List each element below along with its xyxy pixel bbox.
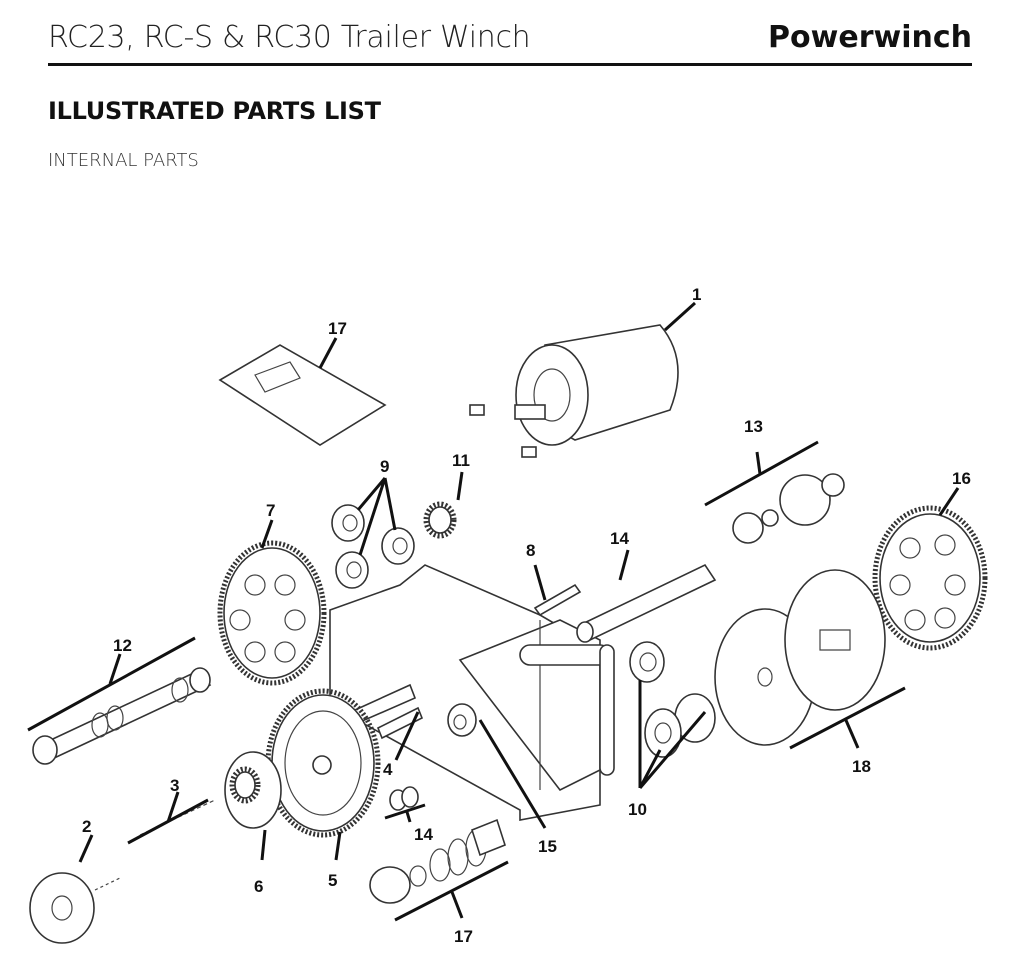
page-header: RC23, RC-S & RC30 Trailer Winch Powerwin… — [48, 16, 972, 68]
callout-4: 4 — [383, 760, 393, 779]
callout-17-bottom: 17 — [454, 927, 473, 946]
callout-11: 11 — [452, 451, 470, 470]
brand-name: Powerwinch — [768, 20, 972, 55]
shaft-part — [533, 564, 582, 617]
pulleys-part — [629, 641, 716, 789]
drive-shaft-part — [576, 549, 717, 643]
callout-18: 18 — [852, 757, 871, 776]
callout-2: 5 — [328, 871, 337, 890]
callout-9: 9 — [380, 457, 389, 476]
hardware-kit-part — [369, 818, 509, 922]
callout-17-top: 17 — [328, 319, 347, 338]
callout-14-top: 14 — [610, 529, 629, 548]
callout-16: 16 — [952, 469, 971, 488]
callout-5: 3 — [170, 776, 179, 795]
callout-15: 15 — [538, 837, 557, 856]
winch-frame-part — [329, 564, 615, 821]
header-divider — [48, 63, 972, 66]
section-title: ILLUSTRATED PARTS LIST — [48, 97, 381, 125]
spur-gear-part — [217, 519, 327, 686]
gear-assembly-part — [704, 440, 845, 544]
callout-13: 13 — [744, 417, 763, 436]
shaft-assembly-part — [27, 636, 212, 765]
pinion-gear-part — [423, 471, 464, 539]
gear-plate-part — [224, 751, 282, 861]
callout-14-bottom: 14 — [414, 825, 433, 844]
callout-6: 2 — [82, 817, 91, 836]
motor-part — [469, 301, 697, 458]
washers-part — [384, 786, 426, 823]
bushing-part — [447, 703, 547, 829]
callout-10: 10 — [628, 800, 647, 819]
large-spur-gear-part — [872, 487, 988, 651]
exploded-parts-diagram: 1 17 13 16 9 11 — [27, 285, 988, 946]
callout-3: 6 — [254, 877, 263, 896]
callout-7: 7 — [266, 501, 275, 520]
spring-set-part — [127, 791, 216, 845]
cover-plate-part — [218, 337, 387, 446]
callout-1: 1 — [692, 285, 701, 304]
knob-part — [29, 834, 121, 944]
callout-8: 8 — [526, 541, 535, 560]
callout-12: 12 — [113, 636, 132, 655]
document-title: RC23, RC-S & RC30 Trailer Winch — [48, 20, 531, 55]
bearings-part — [331, 477, 415, 589]
pins-part — [353, 683, 424, 761]
section-subtitle: INTERNAL PARTS — [48, 150, 199, 171]
brake-plates-part — [714, 569, 906, 750]
